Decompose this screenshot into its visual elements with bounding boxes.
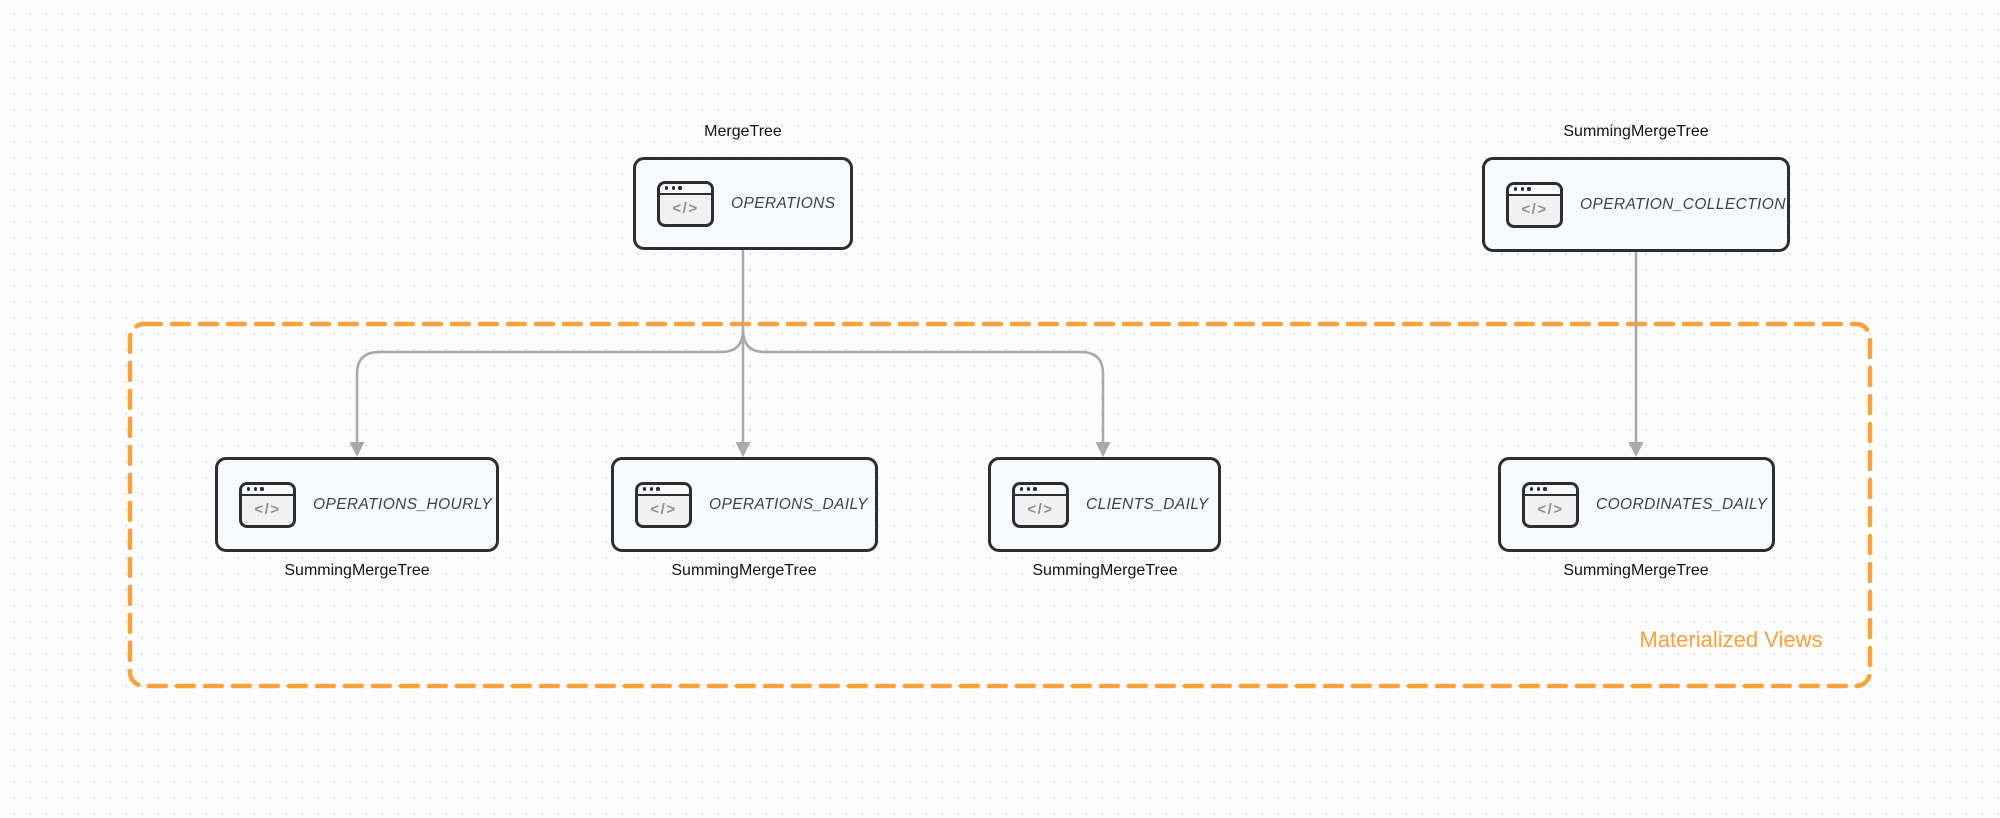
edge-operations-to-operations-hourly xyxy=(355,328,745,445)
window-dots xyxy=(1509,184,1560,196)
engine-label-operations-daily: SummingMergeTree xyxy=(671,562,817,579)
window-dots xyxy=(638,484,689,496)
engine-label-coordinates-daily: SummingMergeTree xyxy=(1563,562,1709,579)
node-title: CLIENTS_DAILY xyxy=(1086,495,1209,513)
node-title: OPERATIONS_DAILY xyxy=(709,495,868,513)
code-glyph: </> xyxy=(1537,500,1564,518)
node-operations[interactable]: </> OPERATIONS xyxy=(633,157,853,250)
engine-label-operations: MergeTree xyxy=(704,123,782,140)
materialized-views-label: Materialized Views xyxy=(1639,627,1823,652)
window-dots xyxy=(1525,484,1576,496)
window-dots xyxy=(1015,484,1066,496)
code-window-icon: </> xyxy=(1506,181,1563,228)
code-glyph: </> xyxy=(672,199,699,217)
arrowhead-operations-hourly xyxy=(349,442,365,457)
code-window-icon: </> xyxy=(1012,481,1069,528)
node-title: COORDINATES_DAILY xyxy=(1596,495,1768,513)
code-window-icon: </> xyxy=(635,481,692,528)
code-window-icon: </> xyxy=(239,481,296,528)
code-window-icon: </> xyxy=(1522,481,1579,528)
engine-label-clients-daily: SummingMergeTree xyxy=(1032,562,1178,579)
code-glyph: </> xyxy=(1521,200,1548,218)
code-glyph: </> xyxy=(254,500,281,518)
node-operations-daily[interactable]: </> OPERATIONS_DAILY xyxy=(611,457,878,552)
arrowhead-operations-daily xyxy=(735,442,751,457)
node-title: OPERATIONS xyxy=(731,194,836,212)
node-clients-daily[interactable]: </> CLIENTS_DAILY xyxy=(988,457,1221,552)
code-window-icon: </> xyxy=(657,180,714,227)
node-title: OPERATIONS_HOURLY xyxy=(313,495,493,513)
engine-label-operations-hourly: SummingMergeTree xyxy=(284,562,430,579)
code-glyph: </> xyxy=(1027,500,1054,518)
code-glyph: </> xyxy=(650,500,677,518)
window-dots xyxy=(242,484,293,496)
node-coordinates-daily[interactable]: </> COORDINATES_DAILY xyxy=(1498,457,1775,552)
node-operation-collection[interactable]: </> OPERATION_COLLECTION xyxy=(1482,157,1790,252)
arrowhead-clients-daily xyxy=(1095,442,1111,457)
materialized-views-boundary xyxy=(127,321,1873,689)
arrowhead-coordinates-daily xyxy=(1628,442,1644,457)
window-dots xyxy=(660,183,711,195)
node-operations-hourly[interactable]: </> OPERATIONS_HOURLY xyxy=(215,457,499,552)
node-title: OPERATION_COLLECTION xyxy=(1580,195,1786,213)
engine-label-operation-collection: SummingMergeTree xyxy=(1563,123,1709,140)
edge-operations-to-clients-daily xyxy=(741,328,1105,445)
